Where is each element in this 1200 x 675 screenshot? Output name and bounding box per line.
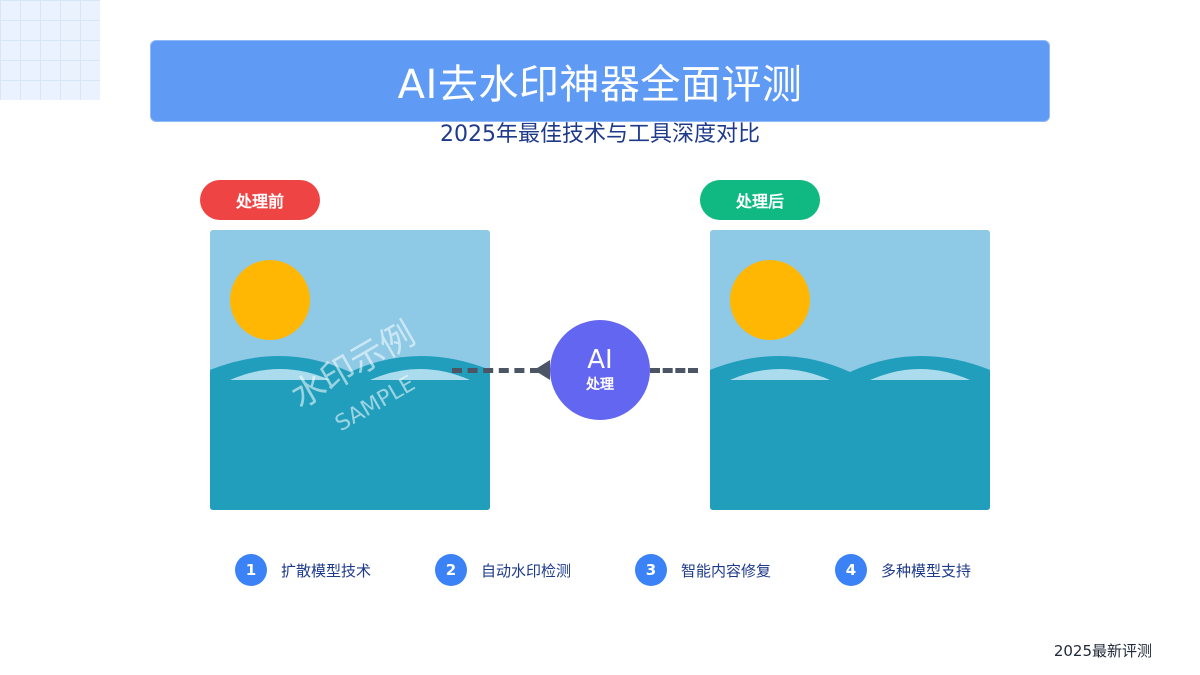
feature-label: 智能内容修复	[681, 561, 772, 580]
before-image: 水印示例 SAMPLE	[210, 230, 490, 510]
feature-label: 多种模型支持	[881, 561, 972, 580]
arrow-left-icon	[534, 360, 550, 380]
feature-item: 1 扩散模型技术	[235, 554, 371, 586]
wave-highlight	[870, 369, 970, 380]
feature-label: 自动水印检测	[481, 561, 572, 580]
feature-item: 3 智能内容修复	[635, 554, 771, 586]
wave-highlight	[730, 369, 830, 380]
ai-processor-circle: AI 处理	[550, 320, 650, 420]
water-waves	[710, 356, 990, 510]
wave-highlight	[230, 369, 330, 380]
before-label: 处理前	[235, 192, 284, 211]
after-scene-illustration	[710, 230, 990, 510]
wave-highlight	[370, 369, 470, 380]
feature-item: 2 自动水印检测	[435, 554, 571, 586]
water-waves	[210, 356, 490, 510]
page-title: AI去水印神器全面评测	[397, 62, 803, 108]
ai-processor-title: AI	[587, 345, 613, 375]
feature-number-badge: 4	[835, 554, 867, 586]
sun-icon	[730, 260, 810, 340]
after-image	[710, 230, 990, 510]
footer-note: 2025最新评测	[1053, 642, 1152, 660]
ai-processor-caption: 处理	[586, 377, 614, 393]
feature-item: 4 多种模型支持	[835, 554, 971, 586]
page-subtitle: 2025年最佳技术与工具深度对比	[440, 122, 760, 147]
sun-icon	[230, 260, 310, 340]
dashed-connector-left	[452, 368, 540, 378]
corner-grid-decoration	[0, 0, 100, 100]
after-label: 处理后	[735, 192, 784, 211]
after-label-badge: 处理后	[700, 180, 820, 220]
feature-number-badge: 3	[635, 554, 667, 586]
feature-number-badge: 2	[435, 554, 467, 586]
dashed-connector-right	[650, 368, 698, 378]
feature-number-badge: 1	[235, 554, 267, 586]
before-label-badge: 处理前	[200, 180, 320, 220]
before-scene-illustration: 水印示例 SAMPLE	[210, 230, 490, 510]
feature-label: 扩散模型技术	[281, 561, 372, 580]
title-banner: AI去水印神器全面评测	[150, 40, 1050, 122]
